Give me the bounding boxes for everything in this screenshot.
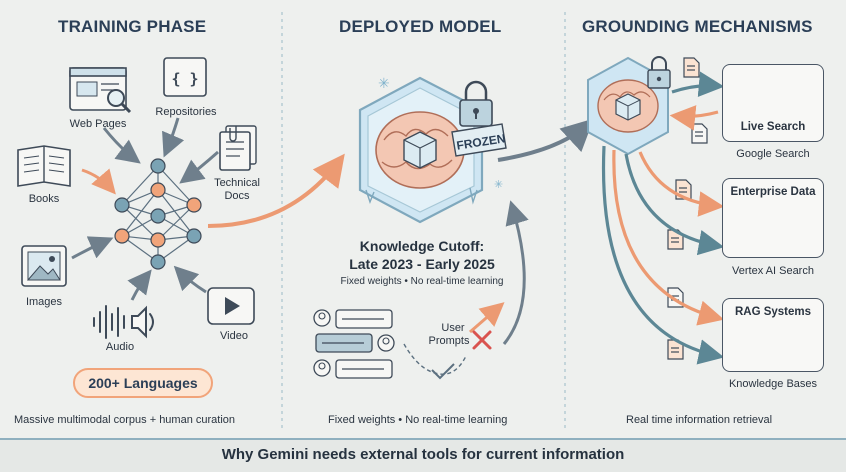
images-icon [21,245,67,287]
knowledge-cutoff-subtitle: Fixed weights • No real-time learning [340,276,504,287]
bottom-banner [0,438,846,472]
languages-badge: 200+ Languages [73,368,213,398]
arrow-to-grounding [497,118,594,162]
svg-text:✳: ✳ [494,178,503,191]
repositories-icon: { } [163,57,207,97]
rag-systems-card: RAG Systems [722,298,824,372]
knowledge-cutoff-label: Knowledge Cutoff: [359,238,485,254]
books-label: Books [28,193,60,205]
prompt-arrow [469,302,505,334]
svg-text:{ }: { } [171,70,198,88]
svg-text:✳: ✳ [378,76,390,92]
books-icon [17,145,71,187]
frozen-brain-icon: ✳ ✳ [358,76,503,224]
user-prompts-label-line1: User [441,322,465,334]
repositories-label: Repositories [155,106,217,118]
deployed-footer: Fixed weights • No real-time learning [328,414,508,426]
grounding-footer: Real time information retrieval [626,414,773,426]
enterprise-data-title: Enterprise Data [730,186,816,198]
images-label: Images [25,296,63,308]
live-search-title: Live Search [740,121,806,133]
video-label: Video [220,330,248,342]
rag-systems-title: RAG Systems [734,306,812,318]
check-icon [431,363,455,380]
knowledge-cutoff-range: Late 2023 - Early 2025 [349,256,495,272]
user-prompts-label-line2: Prompts [428,335,470,347]
feedback-arrow [502,200,529,345]
deployed-model-title: DEPLOYED MODEL [339,17,502,36]
grounding-mechanisms-title: GROUNDING MECHANISMS [582,17,813,36]
training-phase-title: TRAINING PHASE [58,17,207,36]
dashed-prompt-line [403,343,467,375]
arrow-to-deployed [207,153,345,228]
video-icon [207,287,255,325]
audio-icon [93,305,154,339]
technical-docs-label-line2: Docs [224,190,250,202]
audio-label: Audio [105,341,135,353]
rag-systems-caption: Knowledge Bases [728,378,818,390]
live-search-caption: Google Search [736,148,810,160]
technical-docs-label-line1: Technical [214,177,260,189]
lock-icon [459,80,493,127]
grounding-arrows [601,71,725,365]
small-frozen-brain-icon [587,56,669,156]
live-search-card: Live Search [722,64,824,142]
web-pages-label: Web Pages [69,118,127,130]
bottom-banner-text: Why Gemini needs external tools for curr… [221,446,625,463]
web-pages-icon [69,67,132,114]
small-lock-icon [647,56,671,89]
enterprise-data-caption: Vertex AI Search [732,265,814,277]
technical-docs-icon [219,125,257,171]
training-footer: Massive multimodal corpus + human curati… [14,414,236,426]
enterprise-data-card: Enterprise Data [722,178,824,258]
chat-bubbles-icon [313,309,395,379]
blocked-x-icon [472,330,492,350]
frozen-tag-shape [451,123,507,157]
training-arrows [71,117,219,301]
neural-network-icon [114,158,202,270]
